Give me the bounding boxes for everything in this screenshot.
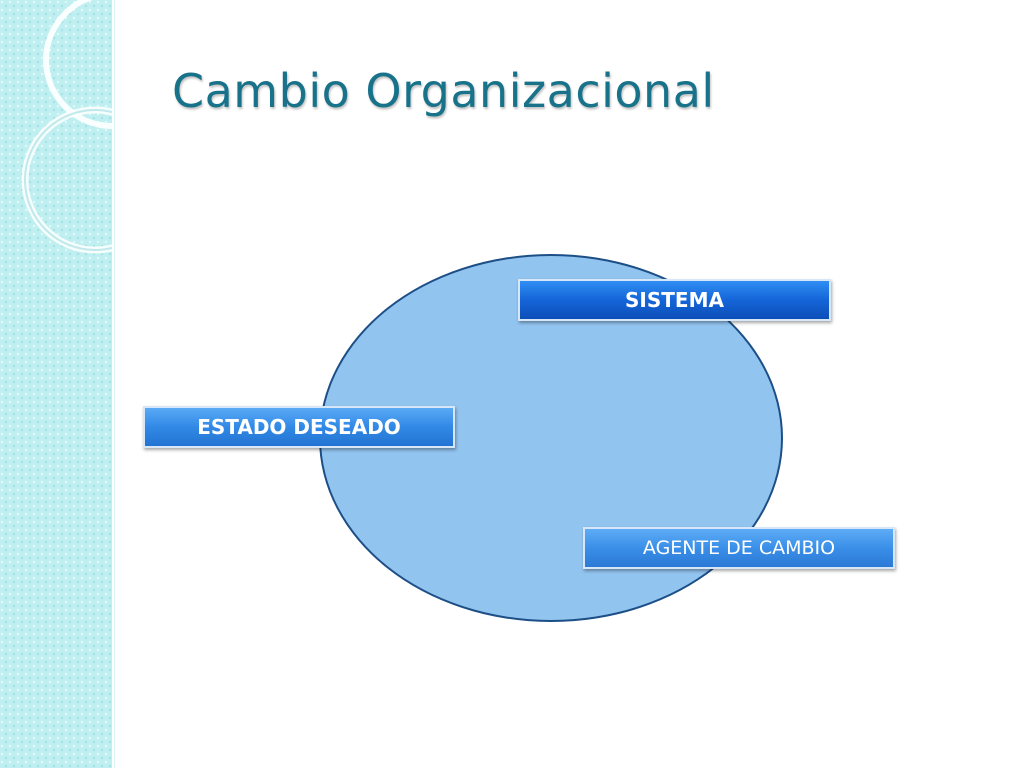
desired-state-label: ESTADO DESEADO	[143, 406, 455, 448]
system-label: SISTEMA	[518, 279, 831, 321]
change-agent-label: AGENTE DE CAMBIO	[583, 527, 895, 569]
slide-title: Cambio Organizacional	[172, 64, 715, 118]
sidebar-decoration	[0, 0, 114, 768]
ring-decoration	[21, 0, 112, 254]
